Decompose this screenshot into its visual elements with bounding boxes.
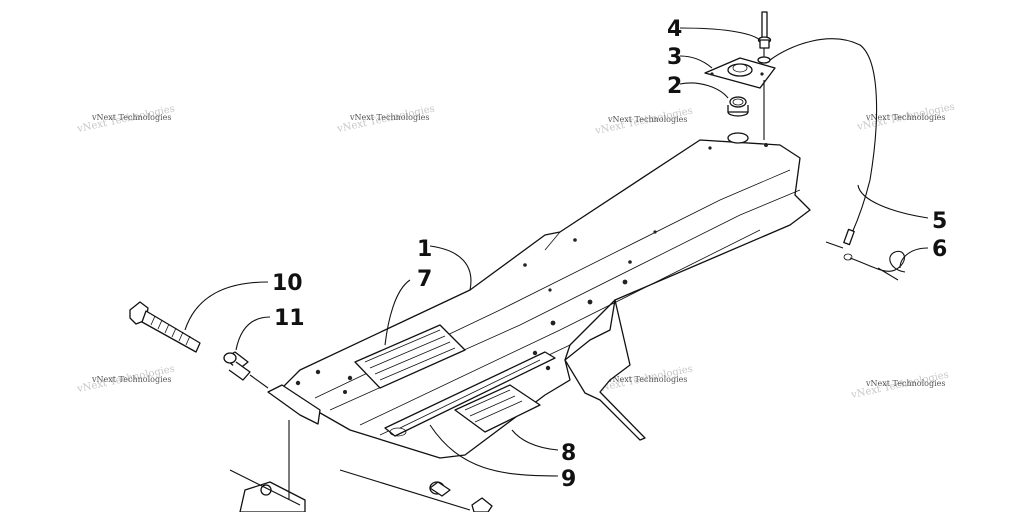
watermark: vNext Technologies xyxy=(91,113,171,122)
callout-9: 9 xyxy=(561,467,576,492)
watermark: vNext Technologies xyxy=(91,375,171,384)
callout-3: 3 xyxy=(667,45,682,70)
part-1-plate xyxy=(267,132,811,459)
callout-5: 5 xyxy=(932,209,947,234)
watermark: vNext Technologies xyxy=(865,379,945,388)
callout-6: 6 xyxy=(932,237,947,262)
watermark: vNext Technologies xyxy=(607,375,687,384)
part-2-grommet xyxy=(727,96,749,117)
leader-lines xyxy=(184,27,929,477)
callout-7: 7 xyxy=(417,267,432,292)
callout-4: 4 xyxy=(667,17,682,42)
callout-8: 8 xyxy=(561,441,576,466)
callouts: 1 2 3 4 5 6 7 8 9 10 11 xyxy=(272,17,947,492)
callout-2: 2 xyxy=(667,74,682,99)
part-4-pin xyxy=(757,11,772,140)
callout-10: 10 xyxy=(272,271,303,296)
watermark: vNext Technologies xyxy=(865,113,945,122)
watermark: vNext Technologies xyxy=(349,113,429,122)
part-3-mount-plate xyxy=(704,57,776,89)
callout-1: 1 xyxy=(417,237,432,262)
watermark: vNext Technologies xyxy=(607,115,687,124)
part-5-cable xyxy=(769,38,878,249)
lower-hardware xyxy=(229,420,493,512)
part-10-bolt xyxy=(129,301,201,353)
part-6-clip xyxy=(843,250,906,281)
part-11-spacer xyxy=(223,351,269,389)
callout-11: 11 xyxy=(274,306,305,331)
